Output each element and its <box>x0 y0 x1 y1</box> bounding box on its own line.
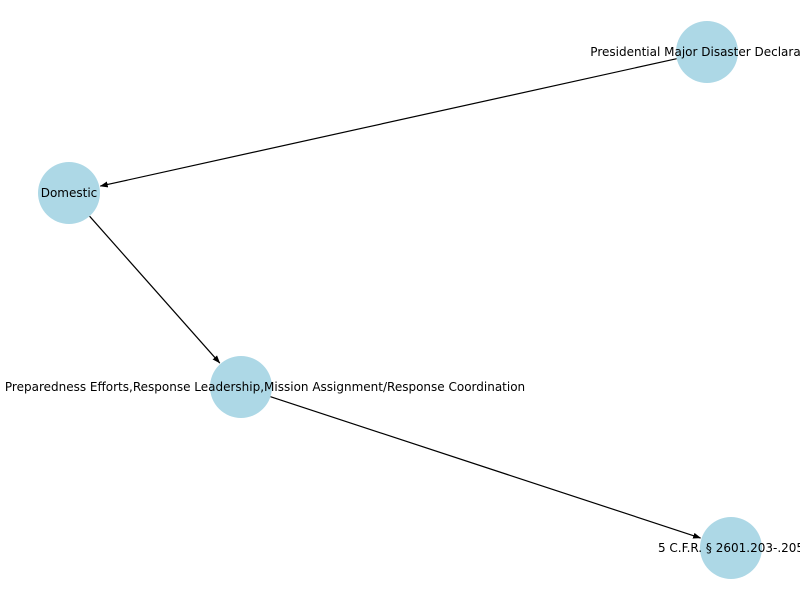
node-label-federal-preparedness-efforts: Federal Preparedness Efforts,Response Le… <box>0 380 525 394</box>
nodes-layer <box>38 21 762 579</box>
node-label-presidential-major-disaster-declaration: Presidential Major Disaster Declaration <box>590 45 800 59</box>
edge-n1-n2 <box>99 58 677 188</box>
node-federal-preparedness-efforts[interactable] <box>210 356 272 418</box>
node-domestic[interactable] <box>38 162 100 224</box>
node-presidential-major-disaster-declaration[interactable] <box>676 21 738 83</box>
node-label-domestic: Domestic <box>41 186 98 200</box>
edge-n3-n4 <box>270 396 702 539</box>
node-cfr-citation[interactable] <box>700 517 762 579</box>
node-label-cfr-citation: 5 C.F.R. § 2601.203-.205 <box>658 541 800 555</box>
labels-layer: Presidential Major Disaster Declaration … <box>0 45 800 555</box>
edge-n2-n3 <box>89 215 221 364</box>
edges-layer <box>89 58 702 539</box>
